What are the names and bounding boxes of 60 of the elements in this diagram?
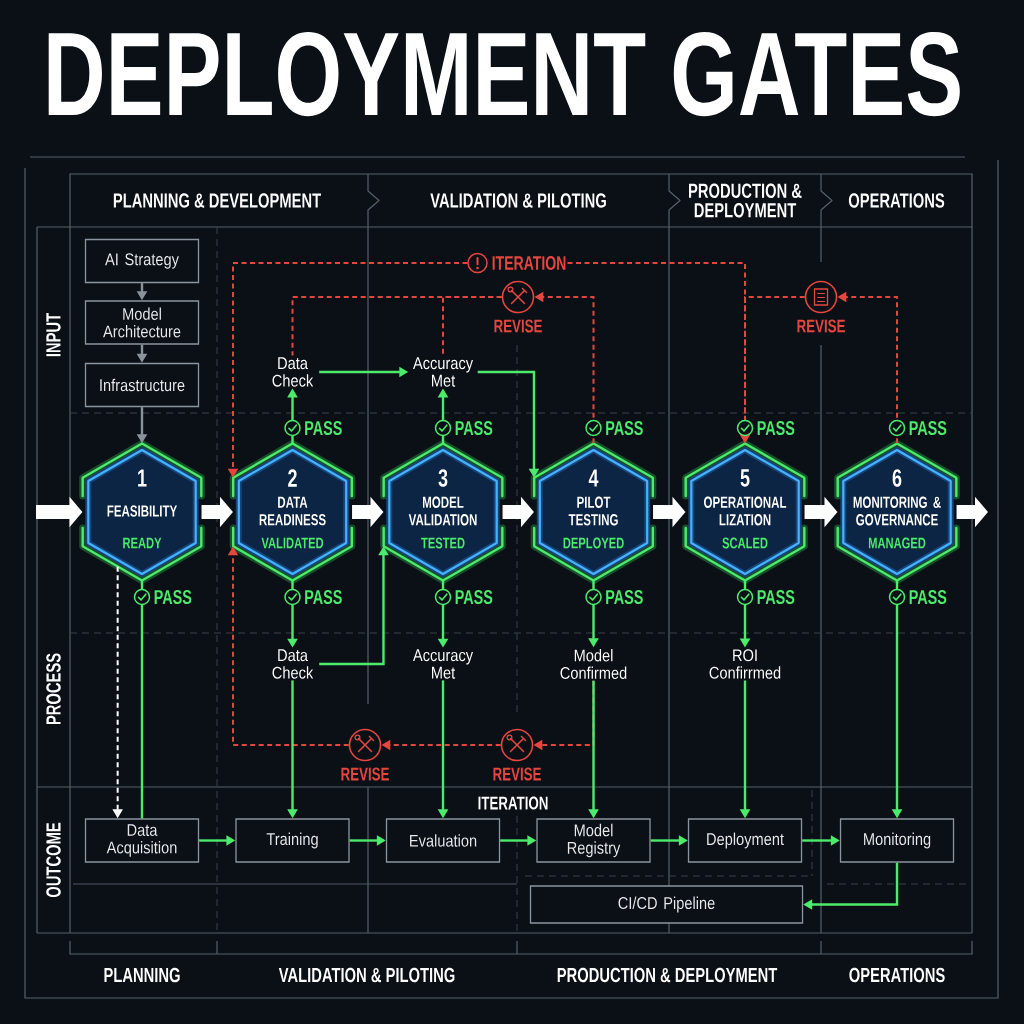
lane-label: OUTCOME (46, 822, 61, 898)
process-box: Deployment (687, 818, 803, 863)
step-number: 4 (588, 469, 599, 487)
process-box: Data Acquisition (84, 818, 200, 863)
step-number: 6 (892, 469, 902, 487)
revise-label: REVISE (341, 767, 389, 781)
process-box: Monitoring (839, 818, 955, 863)
status-label: READY (123, 537, 162, 549)
gate-hexagon (380, 440, 506, 584)
title: DEPLOYMENT GATES (48, 31, 960, 117)
phase-header: OPERATIONS (848, 193, 945, 208)
gate-name: FEASIBILITY (107, 505, 177, 517)
step-number: 2 (288, 469, 297, 487)
connector-line (140, 580, 144, 819)
criteria-text: Model Confirmed (560, 649, 627, 679)
process-box: Infrastructure (84, 362, 200, 408)
status-label: TESTED (421, 537, 465, 549)
revise-label: REVISE (494, 319, 542, 333)
step-number: 1 (138, 469, 147, 487)
lane-label: INPUT (46, 313, 61, 357)
gate-name: DATA READINESS (259, 496, 326, 526)
process-box: AI Strategy (84, 238, 200, 284)
process-box: Evaluation (385, 818, 501, 863)
iteration-label: ITERATION (478, 796, 548, 810)
phase-header: PRODUCTION & DEPLOYMENT (689, 183, 802, 218)
criteria-text: Data Check (272, 649, 314, 679)
process-box: CI/CD Pipeline (529, 885, 804, 924)
step-number: 3 (438, 469, 448, 487)
phase-label: OPERATIONS (849, 967, 945, 983)
process-box: Model Registry (536, 818, 651, 863)
phase-label: VALIDATION & PILOTING (278, 967, 455, 983)
gate-name: PILOT TESTING (568, 496, 618, 526)
dashed-line (442, 296, 503, 357)
gate-hexagon (834, 440, 960, 584)
status-label: DEPLOYED (563, 537, 624, 549)
lane-label: PROCESS (46, 653, 61, 725)
revise-label: REVISE (797, 319, 845, 333)
gate-name: OPERATIONAL LIZATION (704, 496, 787, 526)
gate-name: MONITORING & GOVERNANCE (853, 496, 941, 526)
gate-hexagon (229, 440, 356, 584)
status-label: MANAGED (868, 537, 926, 549)
gate-hexagon (79, 440, 205, 584)
phase-header: VALIDATION & PILOTING (430, 193, 606, 208)
status-label: VALIDATED (261, 537, 324, 549)
gate-hexagon (682, 440, 808, 584)
status-label: SCALED (722, 537, 768, 549)
criteria-text: Accuracy Met (413, 357, 474, 387)
process-box: Training (235, 818, 350, 863)
revise-label: REVISE (493, 767, 541, 781)
phase-label: PRODUCTION & DEPLOYMENT (557, 967, 778, 983)
iteration-label: ITERATION (492, 256, 566, 270)
gate-hexagon (530, 440, 657, 584)
step-number: 5 (740, 469, 750, 487)
phase-header: PLANNING & DEVELOPMENT (113, 193, 321, 208)
gate-name: MODEL VALIDATION (408, 496, 477, 526)
criteria-text: Data Check (272, 357, 314, 387)
process-box: Model Architecture (84, 300, 200, 345)
criteria-text: Accuracy Met (413, 649, 474, 679)
criteria-text: ROI Confirrmed (709, 649, 781, 679)
phase-label: PLANNING (104, 967, 180, 983)
